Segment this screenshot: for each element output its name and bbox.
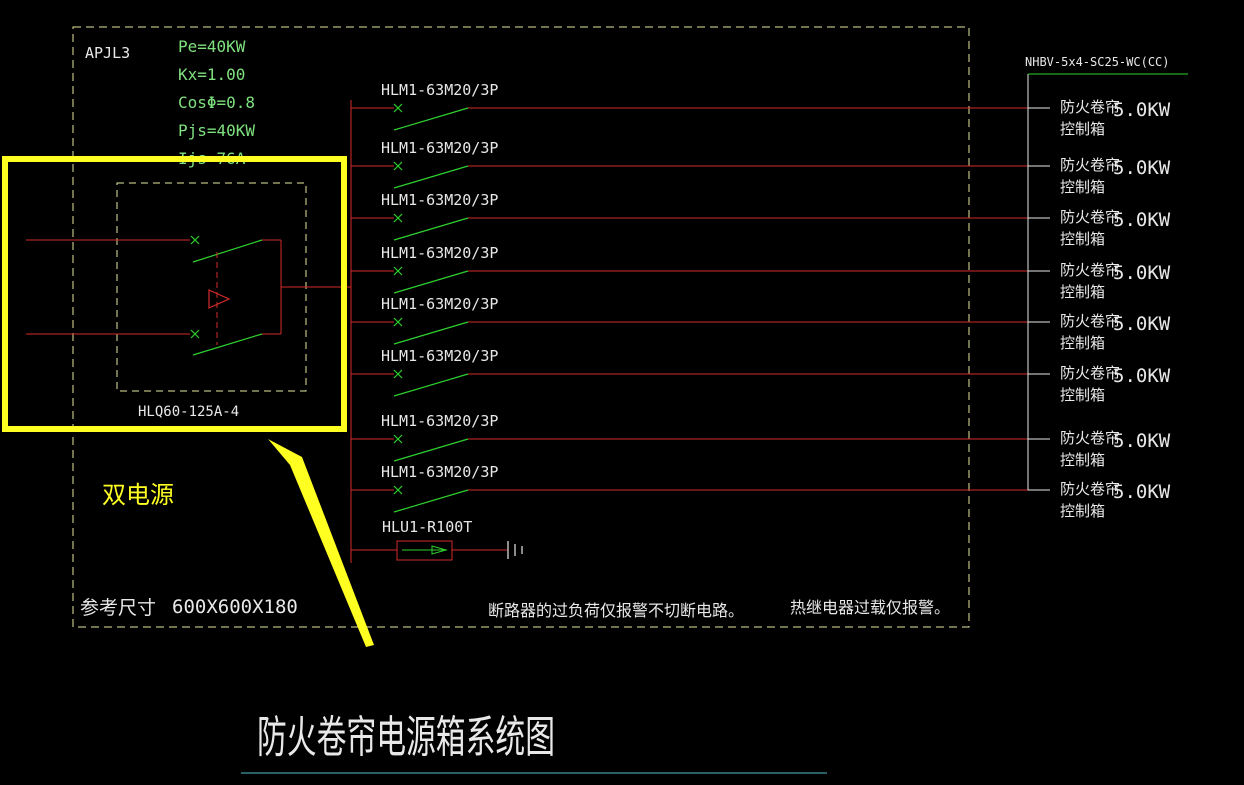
load-name-line2: 控制箱 — [1060, 230, 1105, 248]
load-name-line1: 防火卷帘 — [1060, 208, 1120, 226]
load-power-label: 5.0KW — [1113, 313, 1171, 335]
highlight-arrow — [268, 439, 374, 647]
breaker-model-label: HLM1-63M20/3P — [381, 244, 498, 262]
breaker-model-label: HLM1-63M20/3P — [381, 81, 498, 99]
breaker-blade — [393, 321, 469, 345]
breaker-cross-mark — [393, 103, 403, 113]
breaker-note: 断路器的过负荷仅报警不切断电路。 — [488, 601, 744, 620]
breaker-model-label: HLM1-63M20/3P — [381, 139, 498, 157]
distribution-box-outline — [72, 26, 970, 628]
reference-size-value: 600X600X180 — [172, 596, 298, 618]
branch-circuits: HLM1-63M20/3P防火卷帘控制箱5.0KWHLM1-63M20/3P防火… — [351, 81, 1171, 520]
ats-blade-1 — [192, 239, 263, 263]
load-name-line2: 控制箱 — [1060, 386, 1105, 404]
panel-name: APJL3 — [85, 44, 130, 62]
breaker-model-label: HLM1-63M20/3P — [381, 347, 498, 365]
load-name-line2: 控制箱 — [1060, 283, 1105, 301]
breaker-cross-mark — [393, 369, 403, 379]
param-pe: Pe=40KW — [178, 37, 246, 56]
breaker-cross-mark — [393, 485, 403, 495]
breaker-blade — [393, 489, 469, 513]
load-name-line1: 防火卷帘 — [1060, 480, 1120, 498]
ats-blade-2 — [192, 333, 263, 356]
load-power-label: 5.0KW — [1113, 481, 1171, 503]
load-name-line2: 控制箱 — [1060, 502, 1105, 520]
breaker-blade — [393, 165, 469, 189]
dual-power-label: 双电源 — [102, 481, 174, 509]
breaker-cross-mark — [393, 434, 403, 444]
breaker-model-label: HLM1-63M20/3P — [381, 295, 498, 313]
load-name-line2: 控制箱 — [1060, 451, 1105, 469]
ats-cross-mark-2 — [190, 329, 200, 339]
load-name-line2: 控制箱 — [1060, 120, 1105, 138]
breaker-blade — [393, 373, 469, 397]
load-name-line1: 防火卷帘 — [1060, 261, 1120, 279]
breaker-model-label: HLM1-63M20/3P — [381, 412, 498, 430]
load-power-label: 5.0KW — [1113, 209, 1171, 231]
relay-contact-icon — [507, 541, 523, 559]
relay-model-label: HLU1-R100T — [382, 518, 472, 536]
load-name-line1: 防火卷帘 — [1060, 364, 1120, 382]
breaker-cross-mark — [393, 213, 403, 223]
breaker-model-label: HLM1-63M20/3P — [381, 191, 498, 209]
ats-actuator-triangle — [208, 289, 231, 309]
param-cos: CosΦ=0.8 — [178, 93, 255, 112]
diagram-title: 防火卷帘电源箱系统图 — [257, 712, 555, 763]
load-name-line2: 控制箱 — [1060, 178, 1105, 196]
breaker-blade — [393, 270, 469, 294]
breaker-blade — [393, 438, 469, 462]
relay-note: 热继电器过载仅报警。 — [790, 598, 950, 617]
breaker-model-label: HLM1-63M20/3P — [381, 463, 498, 481]
breaker-cross-mark — [393, 266, 403, 276]
cable-spec-label: NHBV-5x4-SC25-WC(CC) — [1025, 55, 1170, 69]
load-name-line1: 防火卷帘 — [1060, 98, 1120, 116]
param-kx: Kx=1.00 — [178, 65, 245, 84]
breaker-blade — [393, 107, 469, 131]
load-name-line1: 防火卷帘 — [1060, 156, 1120, 174]
load-power-label: 5.0KW — [1113, 262, 1171, 284]
load-power-label: 5.0KW — [1113, 365, 1171, 387]
reference-size-label: 参考尺寸 — [80, 597, 156, 619]
ats-model-label: HLQ60-125A-4 — [138, 404, 239, 420]
ats-cross-mark-1 — [190, 235, 200, 245]
highlight-box — [2, 156, 347, 432]
load-name-line1: 防火卷帘 — [1060, 312, 1120, 330]
breaker-cross-mark — [393, 317, 403, 327]
param-pjs: Pjs=40KW — [178, 121, 255, 140]
breaker-blade — [393, 217, 469, 241]
load-name-line2: 控制箱 — [1060, 334, 1105, 352]
load-power-label: 5.0KW — [1113, 430, 1171, 452]
load-power-label: 5.0KW — [1113, 157, 1171, 179]
load-name-line1: 防火卷帘 — [1060, 429, 1120, 447]
breaker-cross-mark — [393, 161, 403, 171]
thermal-relay-arrow-icon — [431, 545, 448, 555]
load-power-label: 5.0KW — [1113, 99, 1171, 121]
ats-box-outline — [116, 182, 307, 392]
